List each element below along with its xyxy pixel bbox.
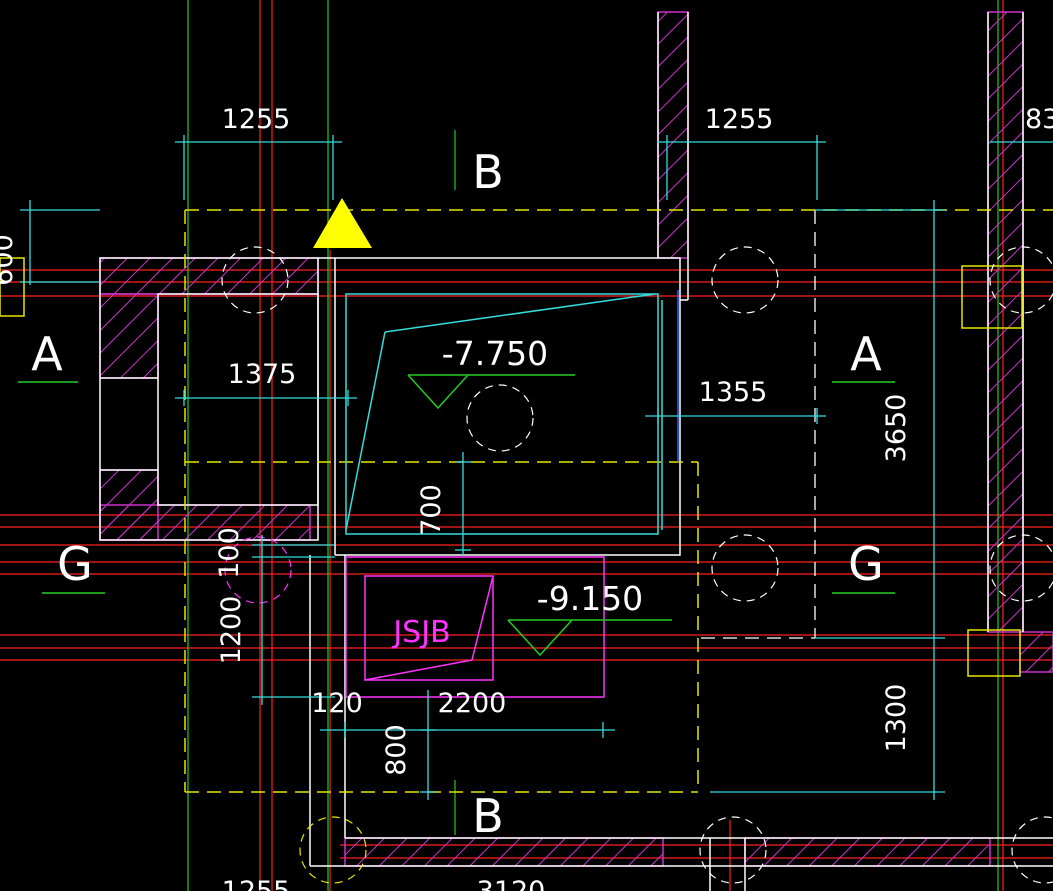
grid-label-g-right: G bbox=[848, 537, 884, 591]
dim-left-vertical: 1200 bbox=[216, 596, 247, 665]
dim-small-vertical: 100 bbox=[214, 527, 245, 579]
elevation-upper: -7.750 bbox=[442, 334, 548, 373]
dim-bottom-wide: 2200 bbox=[438, 688, 507, 719]
dim-inner-left: 1375 bbox=[228, 359, 297, 390]
elevation-marker-lower bbox=[507, 619, 573, 657]
grid-label-a-right: A bbox=[850, 327, 882, 381]
elevation-marker-upper bbox=[407, 374, 469, 410]
section-label-b-bottom: B bbox=[472, 789, 504, 843]
columns bbox=[0, 257, 1023, 677]
dim-pit-depth: 700 bbox=[416, 484, 447, 536]
north-triangle-icon[interactable] bbox=[313, 198, 372, 248]
sump-outline bbox=[345, 556, 605, 698]
dashed-circles bbox=[221, 246, 1053, 884]
yellow-circle bbox=[299, 816, 367, 884]
grid-label-a-left: A bbox=[31, 327, 63, 381]
dim-top-right-partial: 83 bbox=[1025, 104, 1053, 135]
dimension-lines bbox=[20, 135, 1053, 800]
equipment-tag: JSJB bbox=[391, 615, 450, 650]
section-label-b-top: B bbox=[472, 145, 504, 199]
dim-bottom-small: 120 bbox=[311, 688, 363, 719]
dim-right-vertical: 3650 bbox=[881, 394, 912, 463]
pit-outline bbox=[345, 293, 663, 535]
dim-bottom-left-partial: 1255 bbox=[222, 876, 291, 891]
dashed-outlines bbox=[184, 209, 1053, 793]
dim-top-left: 1255 bbox=[222, 104, 291, 135]
hatched-walls bbox=[99, 11, 1053, 867]
dim-left-partial: 600 bbox=[0, 234, 19, 286]
dim-bottom-vertical: 800 bbox=[381, 724, 412, 776]
dim-right-mid: 1355 bbox=[699, 377, 768, 408]
elevation-lower: -9.150 bbox=[537, 579, 643, 618]
dim-right-lower-vertical: 1300 bbox=[881, 684, 912, 753]
magenta-circle bbox=[224, 536, 292, 604]
dim-top-right: 1255 bbox=[705, 104, 774, 135]
dim-bottom-mid-partial: 3120 bbox=[477, 876, 546, 891]
label-underlines bbox=[18, 374, 895, 621]
grid-label-g-left: G bbox=[57, 537, 93, 591]
structure-outlines bbox=[99, 12, 1053, 891]
